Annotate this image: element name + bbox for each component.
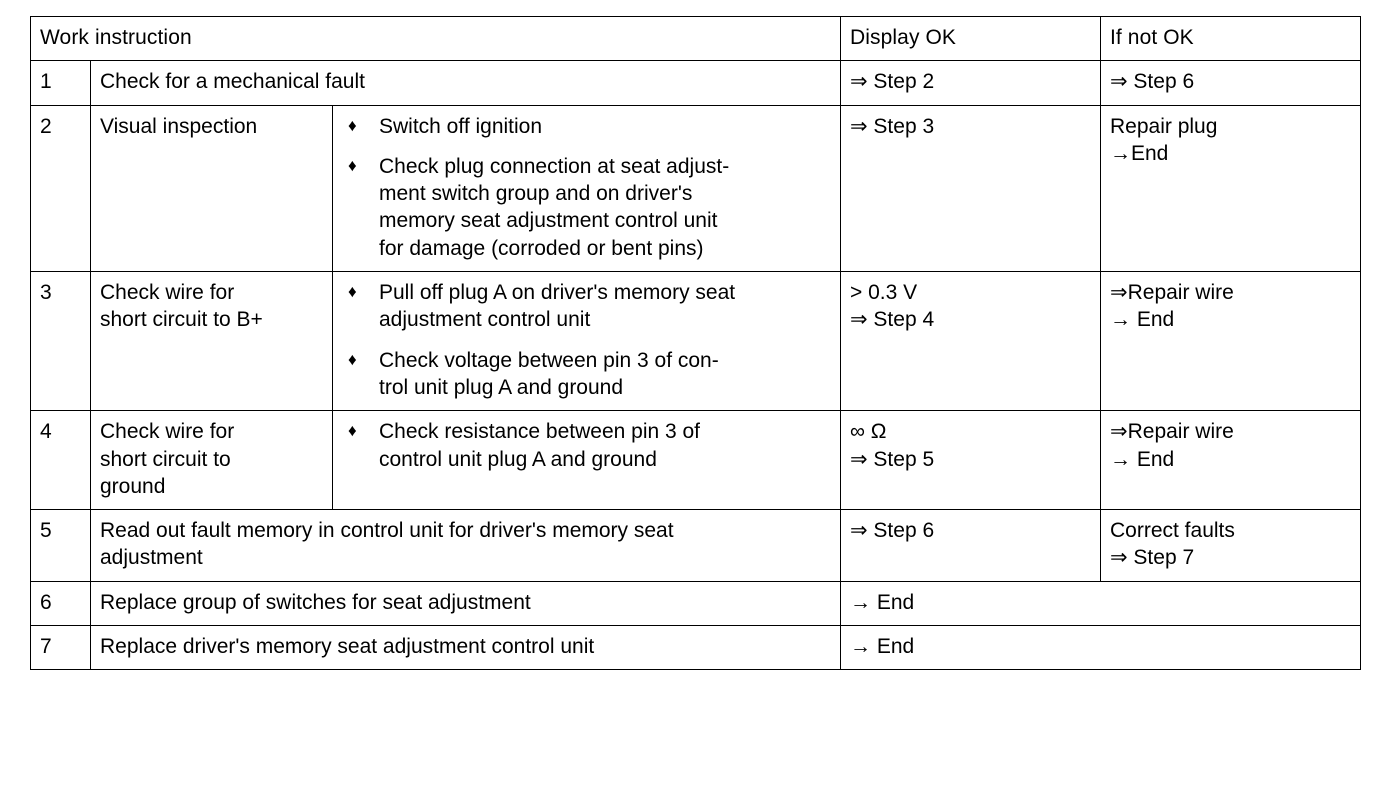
step-number: 3 bbox=[30, 271, 91, 412]
step-display-ok: ⇒ Step 2 bbox=[840, 60, 1101, 106]
step-task: Replace group of switches for seat adjus… bbox=[90, 580, 841, 627]
detail-list: ♦ Pull off plug A on driver's memory sea… bbox=[342, 279, 831, 401]
step-display-ok: ⇒ Step 6 bbox=[840, 509, 1101, 582]
step-if-not-ok: ⇒Repair wire → End bbox=[1100, 410, 1361, 511]
table-header-row: Work instruction Display OK If not OK bbox=[30, 15, 1361, 62]
step-display-ok: → End bbox=[840, 625, 1361, 671]
step-task: Visual inspection bbox=[90, 104, 333, 273]
step-details: ♦ Check resistance between pin 3 of cont… bbox=[332, 410, 841, 511]
diamond-bullet-icon: ♦ bbox=[348, 282, 357, 302]
detail-list: ♦ Switch off ignition ♦ Check plug conne… bbox=[342, 113, 831, 262]
step-if-not-ok: Repair plug →End bbox=[1100, 104, 1361, 273]
step-display-ok: → End bbox=[840, 580, 1361, 627]
step-number: 2 bbox=[30, 104, 91, 273]
header-display-ok: Display OK bbox=[840, 15, 1101, 62]
step-number: 5 bbox=[30, 509, 91, 582]
diamond-bullet-icon: ♦ bbox=[348, 155, 357, 175]
list-item: ♦ Pull off plug A on driver's memory sea… bbox=[342, 279, 831, 334]
step-number: 4 bbox=[30, 410, 91, 511]
step-number: 7 bbox=[30, 625, 91, 671]
step-details: ♦ Switch off ignition ♦ Check plug conne… bbox=[332, 104, 841, 273]
list-item-label: Check resistance between pin 3 of contro… bbox=[379, 420, 701, 471]
step-details: ♦ Pull off plug A on driver's memory sea… bbox=[332, 271, 841, 412]
list-item-label: Check plug connection at seat adjust- me… bbox=[379, 154, 730, 260]
header-if-not-ok: If not OK bbox=[1100, 15, 1361, 62]
step-if-not-ok: ⇒Repair wire → End bbox=[1100, 271, 1361, 412]
step-task: Read out fault memory in control unit fo… bbox=[90, 509, 841, 582]
table-row: 4 Check wire for short circuit to ground… bbox=[30, 410, 1361, 511]
diamond-bullet-icon: ♦ bbox=[348, 349, 357, 369]
table-row: 5 Read out fault memory in control unit … bbox=[30, 509, 1361, 582]
table-row: 7 Replace driver's memory seat adjustmen… bbox=[30, 625, 1361, 671]
step-number: 1 bbox=[30, 60, 91, 106]
list-item-label: Pull off plug A on driver's memory seat … bbox=[379, 281, 736, 332]
list-item: ♦ Check resistance between pin 3 of cont… bbox=[342, 418, 831, 473]
work-instruction-table: Work instruction Display OK If not OK 1 … bbox=[30, 15, 1361, 671]
diamond-bullet-icon: ♦ bbox=[348, 115, 357, 135]
list-item: ♦ Switch off ignition bbox=[342, 113, 831, 140]
step-task: Check wire for short circuit to B+ bbox=[90, 271, 333, 412]
step-display-ok: ∞ Ω ⇒ Step 5 bbox=[840, 410, 1101, 511]
step-task: Replace driver's memory seat adjustment … bbox=[90, 625, 841, 671]
step-task: Check for a mechanical fault bbox=[90, 60, 841, 106]
step-if-not-ok: ⇒ Step 6 bbox=[1100, 60, 1361, 106]
step-task: Check wire for short circuit to ground bbox=[90, 410, 333, 511]
list-item: ♦ Check voltage between pin 3 of con- tr… bbox=[342, 347, 831, 402]
table-row: 2 Visual inspection ♦ Switch off ignitio… bbox=[30, 104, 1361, 273]
step-display-ok: > 0.3 V ⇒ Step 4 bbox=[840, 271, 1101, 412]
step-if-not-ok: Correct faults ⇒ Step 7 bbox=[1100, 509, 1361, 582]
step-display-ok: ⇒ Step 3 bbox=[840, 104, 1101, 273]
list-item: ♦ Check plug connection at seat adjust- … bbox=[342, 153, 831, 262]
table-row: 6 Replace group of switches for seat adj… bbox=[30, 580, 1361, 627]
diamond-bullet-icon: ♦ bbox=[348, 421, 357, 441]
header-work-instruction: Work instruction bbox=[30, 15, 841, 62]
list-item-label: Switch off ignition bbox=[379, 114, 543, 138]
list-item-label: Check voltage between pin 3 of con- trol… bbox=[379, 348, 719, 399]
table-row: 3 Check wire for short circuit to B+ ♦ P… bbox=[30, 271, 1361, 412]
table-row: 1 Check for a mechanical fault ⇒ Step 2 … bbox=[30, 60, 1361, 106]
step-number: 6 bbox=[30, 580, 91, 627]
detail-list: ♦ Check resistance between pin 3 of cont… bbox=[342, 418, 831, 473]
